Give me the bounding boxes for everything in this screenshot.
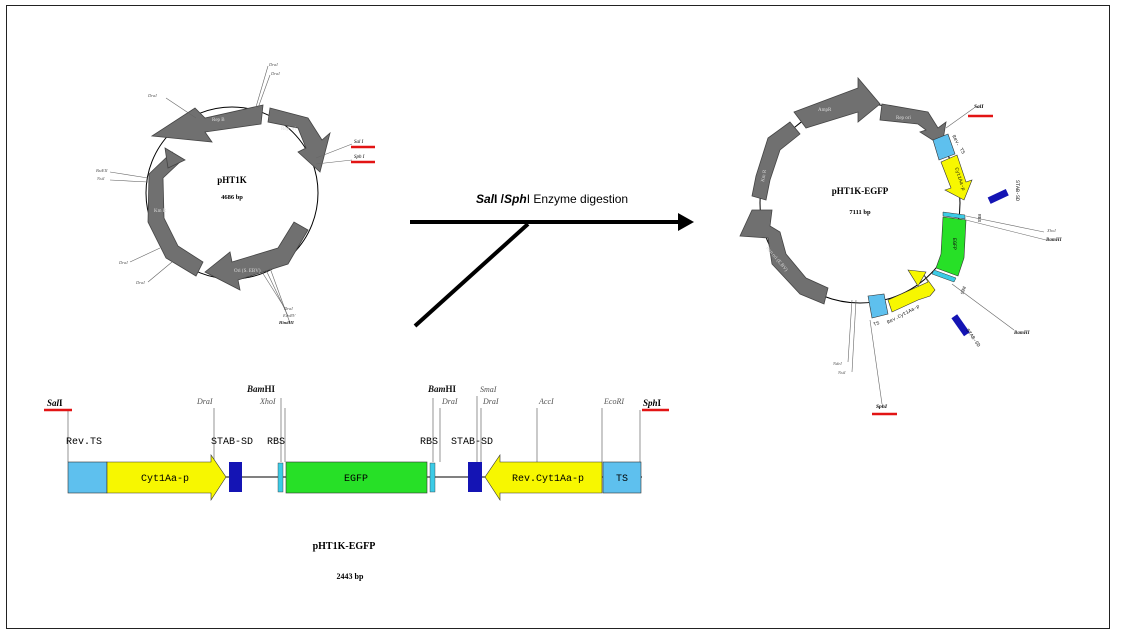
left-site-lines bbox=[109, 65, 353, 324]
stab-sd-right-2 bbox=[951, 314, 970, 337]
linear-site-dra-3: DraI bbox=[482, 397, 499, 406]
right-site-lines bbox=[847, 107, 1047, 405]
site-left-dra-5: DraI bbox=[135, 280, 145, 285]
segment-kmr-head bbox=[164, 147, 186, 169]
segment-rep-ori-label: Rep ori bbox=[281, 127, 296, 132]
rbs-right-2-label: RBS bbox=[959, 285, 967, 295]
segment-rep-ori bbox=[267, 107, 331, 173]
site-left-dra-1: DraI bbox=[268, 62, 278, 67]
block-egfp-label: EGFP bbox=[344, 474, 368, 485]
site-left-bst: BstEII bbox=[96, 168, 108, 173]
stab-sd-right-2-label: STAB-SD bbox=[964, 328, 981, 349]
label-rbs-1: RBS bbox=[267, 437, 285, 448]
linear-site-sal: SalI bbox=[47, 398, 63, 408]
site-left-hind: HindIII bbox=[278, 320, 294, 325]
site-right-bam-1: BamHI bbox=[1045, 238, 1063, 243]
segment-rev-ts bbox=[932, 133, 956, 161]
block-ts-label: TS bbox=[616, 474, 628, 485]
segment-right-rep-ori-label: Rep ori bbox=[896, 116, 911, 121]
plasmid-left-size: 4686 bp bbox=[221, 194, 243, 201]
block-rev-ts bbox=[67, 461, 108, 494]
site-right-sal: SalI bbox=[974, 104, 984, 110]
digestion-arrow: SalI /SphI Enzyme digestion bbox=[410, 192, 694, 328]
segment-right-ori bbox=[739, 209, 829, 305]
block-cyt1aa-p bbox=[106, 454, 227, 502]
segment-ts-label: TS bbox=[873, 320, 881, 328]
block-egfp bbox=[285, 461, 428, 494]
site-right-sph: SphI bbox=[876, 404, 888, 410]
arrow-head bbox=[678, 213, 694, 231]
site-left-dra-3: DraI bbox=[147, 93, 157, 98]
label-stab-sd-2: STAB-SD bbox=[451, 437, 493, 448]
block-rev-cyt1aa-p bbox=[484, 454, 603, 502]
plasmid-pht1k-egfp: AmpR Rep ori Rev. TS Cyt1Aa-p STAB-SD RB… bbox=[739, 76, 1063, 416]
segment-kmr bbox=[147, 151, 204, 277]
linear-site-bam-2: BamHI bbox=[427, 384, 457, 394]
segment-rev-cyt1aa-p-head bbox=[907, 269, 927, 287]
segment-repb-label: Rep B bbox=[212, 118, 225, 123]
linear-site-lines bbox=[67, 396, 641, 462]
site-left-sal: Sal I bbox=[354, 140, 364, 145]
linear-map-size: 2443 bp bbox=[337, 572, 364, 581]
block-stab-sd-1 bbox=[229, 462, 242, 492]
rbs-right-1 bbox=[942, 211, 966, 220]
label-rbs-2: RBS bbox=[420, 437, 438, 448]
segment-repb bbox=[150, 104, 264, 143]
site-right-nsi: NsiI bbox=[837, 370, 846, 375]
site-left-dra-6: DraI bbox=[283, 306, 293, 311]
site-right-bam-2: BamHI bbox=[1013, 331, 1031, 336]
segment-rev-cyt1aa-p bbox=[887, 271, 936, 313]
segment-egfp-label: EGFP bbox=[951, 238, 957, 250]
linear-site-sma: SmaI bbox=[480, 385, 497, 394]
block-stab-sd-2 bbox=[468, 462, 482, 492]
site-left-nsi: NsiI bbox=[96, 176, 105, 181]
segment-ampr bbox=[793, 76, 881, 129]
site-right-nde: NdeI bbox=[832, 361, 842, 366]
block-rbs-1 bbox=[277, 462, 284, 493]
segment-right-rep-ori bbox=[879, 103, 947, 147]
site-left-dra-4: DraI bbox=[118, 260, 128, 265]
linear-site-acc: AccI bbox=[538, 397, 554, 406]
linear-site-dra-2: DraI bbox=[441, 397, 458, 406]
segment-right-kmr-label: Km R bbox=[761, 169, 768, 182]
segment-egfp bbox=[935, 216, 967, 277]
block-ts bbox=[602, 461, 642, 494]
linear-site-eco: EcoRI bbox=[603, 397, 624, 406]
segment-cyt1aa-p bbox=[940, 154, 973, 201]
site-right-xho: XhoI bbox=[1046, 228, 1056, 233]
digestion-label: SalI /SphI Enzyme digestion bbox=[476, 192, 628, 206]
plasmid-right-size: 7111 bp bbox=[849, 209, 871, 216]
segment-ts bbox=[867, 293, 889, 319]
segment-kmr-label: Km R bbox=[154, 209, 167, 214]
plasmid-pht1k: Rep B Rep ori Ori (S. EBV) Km R pHT1K 46… bbox=[96, 62, 375, 325]
label-stab-sd-1: STAB-SD bbox=[211, 437, 253, 448]
site-left-ecorv: EcoRV bbox=[282, 313, 297, 318]
figure-frame bbox=[6, 5, 1110, 629]
stab-sd-right-1 bbox=[987, 189, 1009, 204]
block-rbs-2 bbox=[429, 462, 436, 493]
arrow-diagonal bbox=[413, 222, 530, 328]
site-left-dra-2: DraI bbox=[270, 71, 280, 76]
block-rev-cyt1aa-p-label: Rev.Cyt1Aa-p bbox=[512, 474, 584, 485]
segment-ori bbox=[204, 221, 309, 291]
site-left-sph: Sph I bbox=[354, 155, 365, 160]
linear-site-dra-1: DraI bbox=[196, 397, 213, 406]
label-rev-ts: Rev.TS bbox=[66, 437, 102, 448]
plasmid-left-name: pHT1K bbox=[217, 175, 247, 185]
rbs-right-2 bbox=[931, 269, 957, 283]
linear-map: SalI DraI BamHI XhoI BamHI DraI SmaI Dra… bbox=[44, 384, 669, 581]
linear-site-bam-1: BamHI bbox=[246, 384, 276, 394]
segment-ampr-label: AmpR bbox=[818, 108, 832, 113]
linear-map-name: pHT1K-EGFP bbox=[313, 541, 376, 552]
stab-sd-right-1-label: STAB-SD bbox=[1014, 180, 1020, 201]
plasmid-right-name: pHT1K-EGFP bbox=[832, 186, 889, 196]
linear-site-sph: SphI bbox=[643, 398, 662, 408]
rbs-right-1-label: RBS bbox=[976, 214, 982, 222]
block-cyt1aa-p-label: Cyt1Aa-p bbox=[141, 474, 189, 485]
segment-right-kmr bbox=[751, 121, 801, 201]
linear-site-xho: XhoI bbox=[259, 397, 276, 406]
segment-ori-label: Ori (S. EBV) bbox=[234, 269, 261, 274]
